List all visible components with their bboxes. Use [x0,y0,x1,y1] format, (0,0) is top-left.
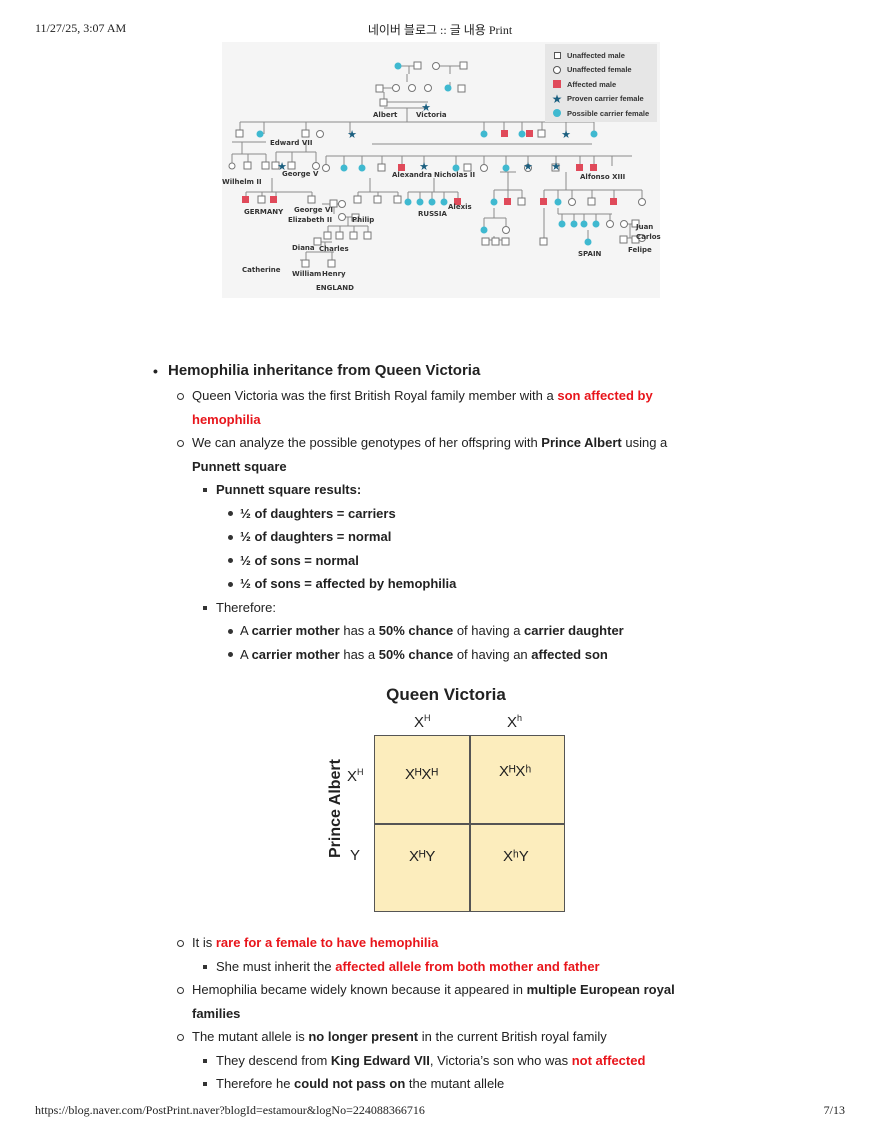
punnett-side-label: Prince Albert [327,759,344,858]
list-item: ½ of sons = affected by hemophilia [150,572,710,596]
label-diana: Diana [292,244,315,252]
pedigree-legend: Unaffected male Unaffected female Affect… [545,44,657,122]
filled-square-icon [550,80,564,89]
punnett-cell: XᴴY [409,848,436,865]
print-url: https://blog.naver.com/PostPrint.naver?b… [35,1103,425,1117]
list-item: ½ of daughters = normal [150,525,710,549]
label-george-v: George V [282,170,319,178]
label-catherine: Catherine [242,266,281,274]
punnett-col-header: XH [414,713,431,731]
list-item: It is rare for a female to have hemophil… [150,931,710,955]
legend-item: ★Proven carrier female [551,91,644,106]
label-alexandra: Alexandra [392,171,432,179]
punnett-row-header: XH [347,767,364,785]
punnett-cell: XᴴXʰ [499,763,532,780]
svg-text:★: ★ [551,160,561,173]
list-item: Therefore he could not pass on the mutan… [150,1072,710,1096]
label-nicholas-ii: Nicholas II [434,171,476,179]
pedigree-chart: ★ ★ ★ ★ ★ ★ ★ [228,61,646,268]
label-wilhelm-ii: Wilhelm II [222,178,262,186]
print-datetime: 11/27/25, 3:07 AM [35,21,127,35]
list-item: They descend from King Edward VII, Victo… [150,1049,710,1073]
list-item: ½ of sons = normal [150,549,710,573]
svg-text:★: ★ [523,160,533,173]
punnett-cell: XʰY [503,848,529,865]
label-felipe: Felipe [628,246,652,254]
square-icon [550,51,564,59]
label-elizabeth-ii: Elizabeth II [288,216,333,224]
label-william: William [292,270,322,278]
circle-icon [550,65,564,74]
label-edward-vii: Edward VII [270,139,313,147]
list-item: A carrier mother has a 50% chance of hav… [150,619,710,643]
label-victoria: Victoria [416,111,447,119]
section-heading: Hemophilia inheritance from Queen Victor… [150,360,710,384]
label-alfonso-xiii: Alfonso XIII [580,173,626,181]
royal-pedigree-figure: ★ ★ ★ ★ ★ ★ ★ Unaffected male Unaffected… [222,42,661,298]
print-title: 네이버 블로그 :: 글 내용 Print [367,23,513,37]
label-russia: RUSSIA [418,210,447,218]
label-germany: GERMANY [244,208,284,216]
legend-item: Possible carrier female [550,106,652,121]
hemophilia-outline: Hemophilia inheritance from Queen Victor… [150,360,710,1096]
list-item: Queen Victoria was the first British Roy… [150,384,710,431]
dot-icon [550,109,564,118]
list-item: Therefore: [150,596,710,620]
list-item: The mutant allele is no longer present i… [150,1025,710,1049]
list-item: ½ of daughters = carriers [150,502,710,526]
punnett-grid: XᴴXᴴ XᴴXʰ XᴴY XʰY [374,735,565,912]
list-item: Punnett square results: [150,478,710,502]
star-icon: ★ [551,91,563,106]
label-england: ENGLAND [316,284,354,292]
punnett-title: Queen Victoria [386,685,506,704]
punnett-square: Queen Victoria XH Xh XH Y Prince Albert … [316,683,566,913]
svg-text:★: ★ [561,128,571,141]
legend-item: Affected male [550,77,652,92]
legend-item: Unaffected male [550,48,652,63]
legend-item: Unaffected female [550,63,652,78]
label-carlos: Carlos [636,233,661,241]
svg-text:★: ★ [421,101,431,114]
label-henry: Henry [322,270,346,278]
punnett-col-header: Xh [507,713,523,731]
label-charles: Charles [319,245,349,253]
punnett-cell: XᴴXᴴ [405,766,438,783]
label-juan: Juan [636,223,654,231]
svg-text:★: ★ [419,160,429,173]
label-albert: Albert [373,111,398,119]
list-item: She must inherit the affected allele fro… [150,955,710,979]
label-george-vi: George VI [294,206,333,214]
list-item: We can analyze the possible genotypes of… [150,431,710,478]
punnett-row-header: Y [350,847,361,864]
list-item: Hemophilia became widely known because i… [150,978,710,1025]
label-philip: Philip [352,216,375,224]
svg-text:★: ★ [277,160,287,173]
svg-text:★: ★ [347,128,357,141]
page-number: 7/13 [823,1103,845,1117]
label-alexis: Alexis [448,203,472,211]
list-item: A carrier mother has a 50% chance of hav… [150,643,710,667]
label-spain: SPAIN [578,250,602,258]
